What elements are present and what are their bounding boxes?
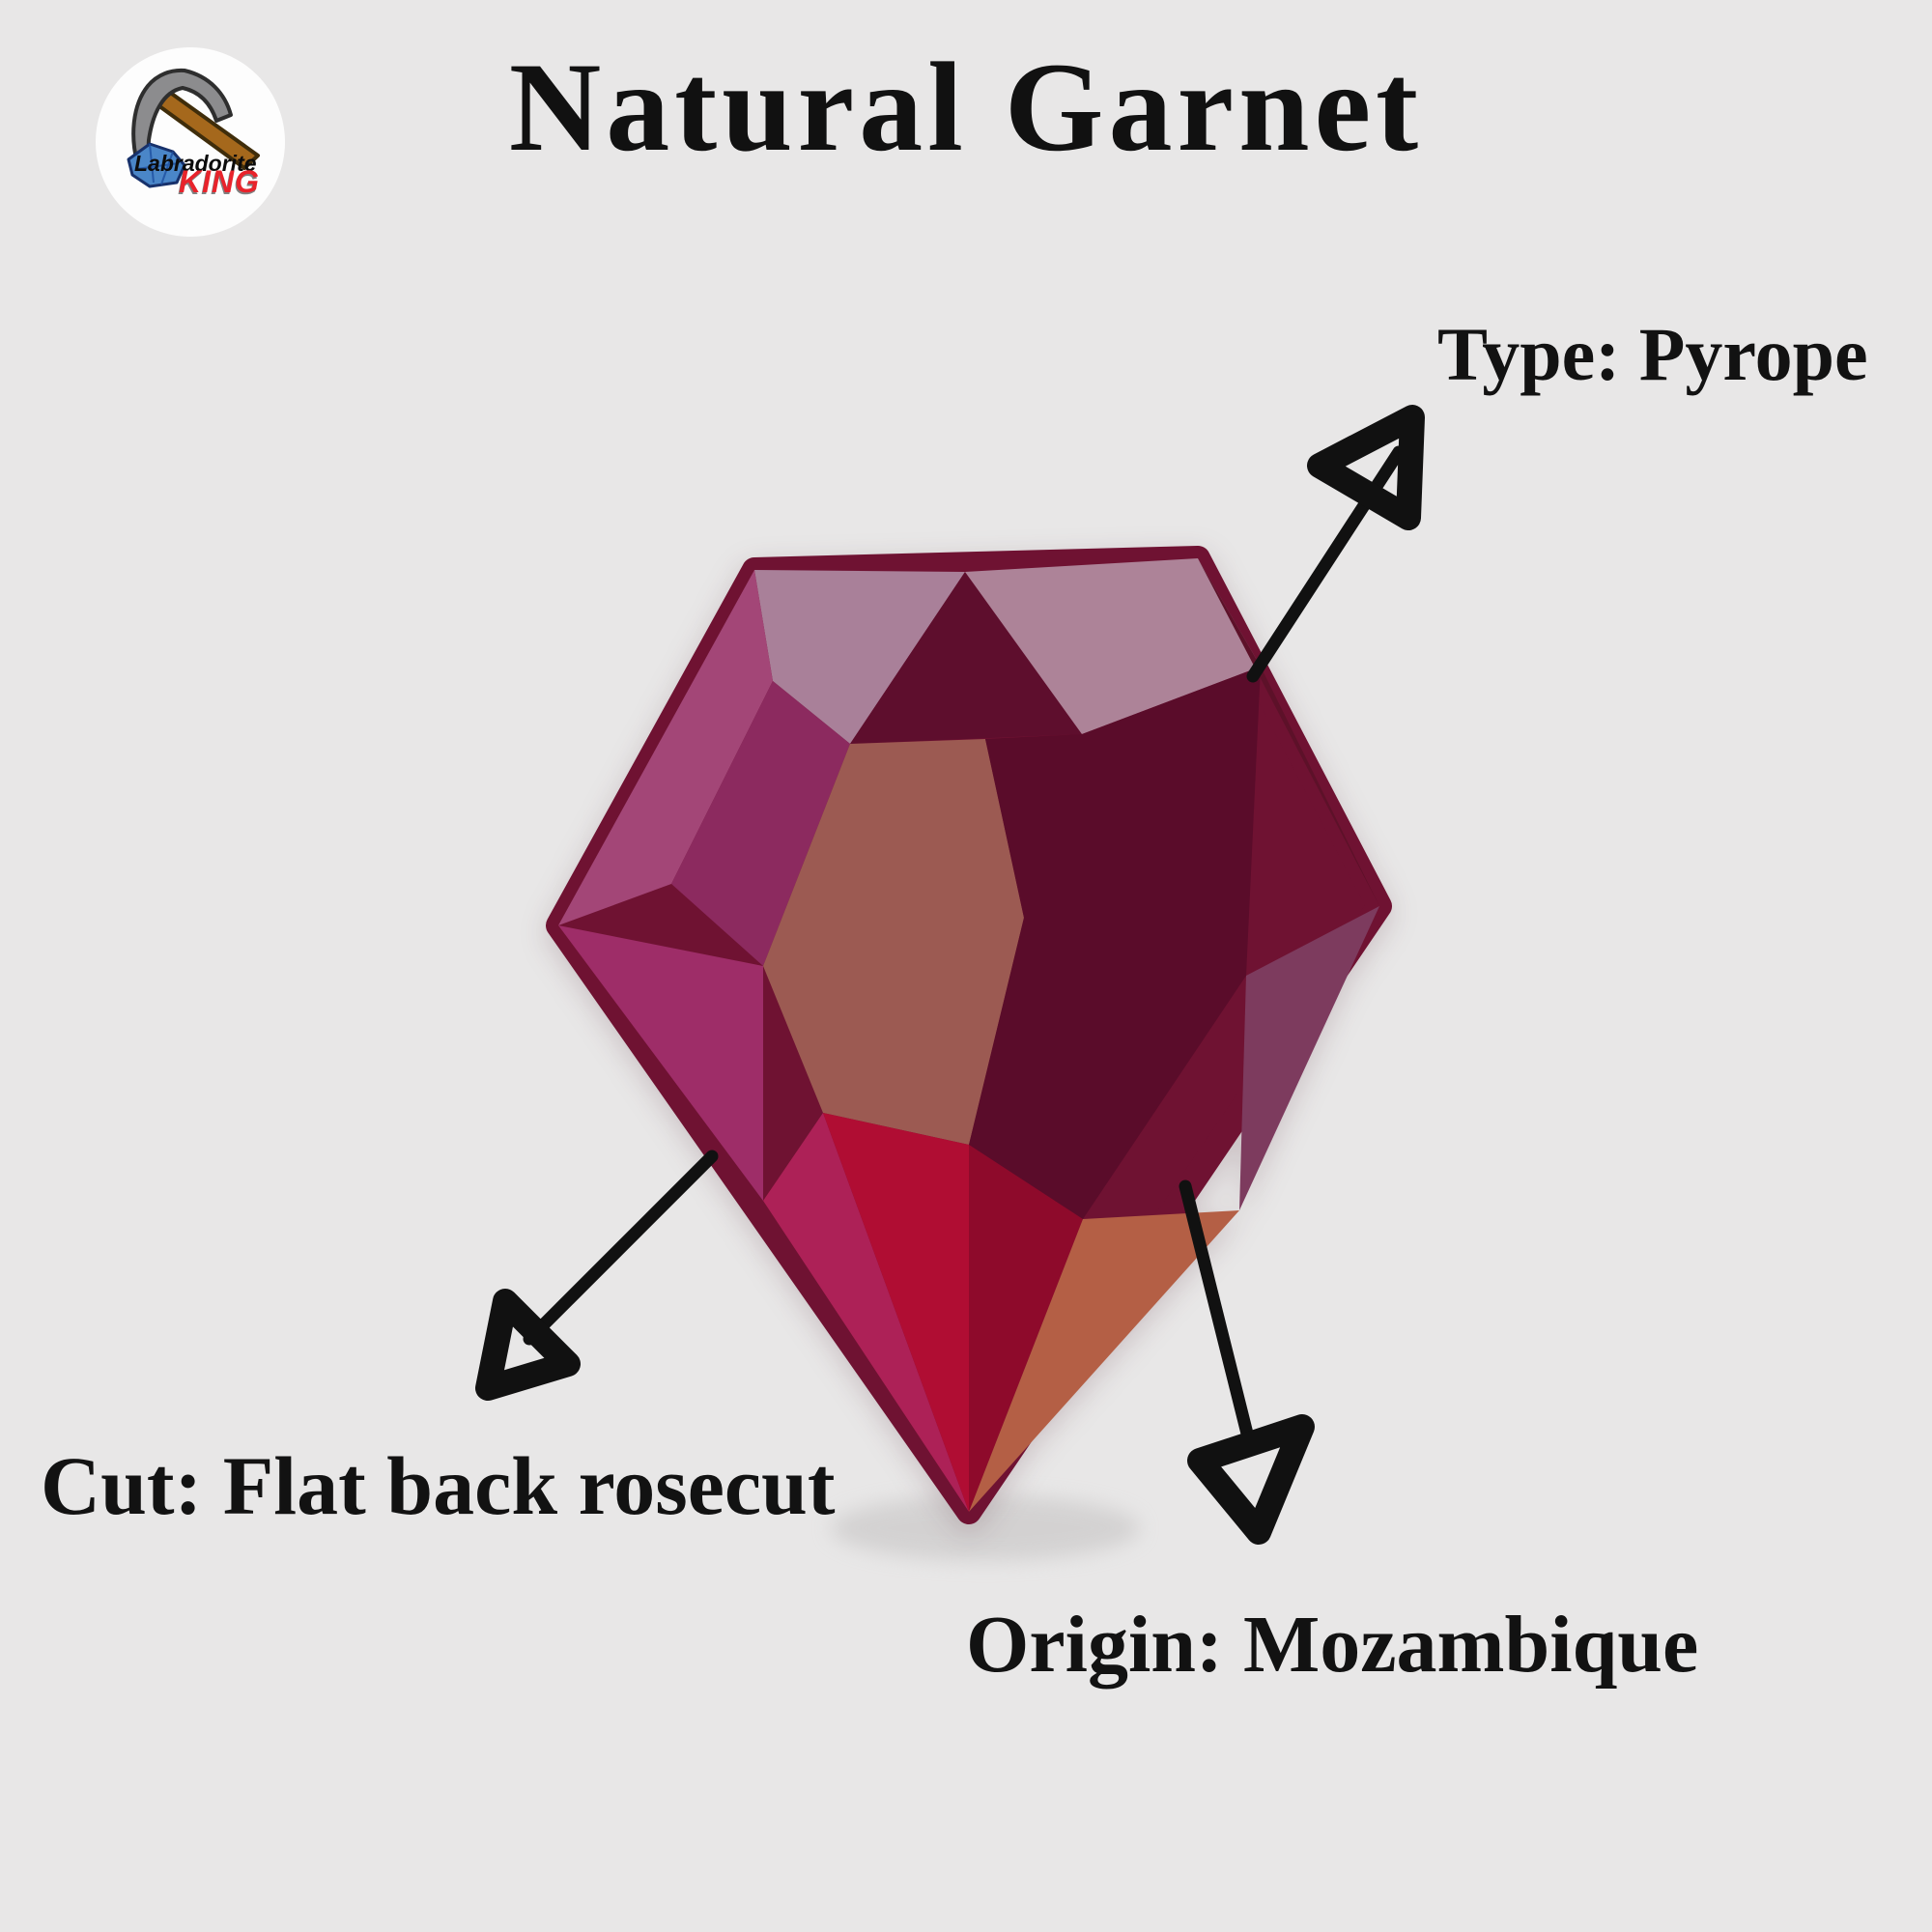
facet-fan-deep-red <box>969 1145 1083 1512</box>
labradorite-stone-icon <box>127 142 186 188</box>
cut-arrow-head-icon <box>475 1289 581 1401</box>
facet-top-dark-triangle <box>850 572 1082 744</box>
origin-label: Origin: Mozambique <box>966 1600 1699 1690</box>
labradorite-stone-facets <box>135 143 180 185</box>
origin-arrow-head-icon <box>1187 1414 1315 1545</box>
facet-right-upper-dark <box>1198 558 1379 906</box>
type-label: Type: Pyrope <box>1437 312 1868 396</box>
pickaxe-head-icon <box>131 68 233 174</box>
facet-right-lower-purple <box>1239 906 1379 1210</box>
labradorite-king-logo <box>96 47 285 237</box>
logo-brand-name: Labradorite <box>134 151 257 176</box>
facet-left-purple <box>671 681 850 966</box>
facet-left-edge-magenta <box>558 925 763 1201</box>
type-arrow-head-icon <box>1307 405 1425 530</box>
facet-fan-salmon <box>969 1210 1239 1512</box>
cut-label: Cut: Flat back rosecut <box>41 1439 836 1532</box>
facet-fan-magenta <box>763 1113 969 1512</box>
cut-annotation-arrow <box>475 1150 719 1401</box>
gem-drop-shadow <box>831 1495 1140 1561</box>
page-title: Natural Garnet <box>508 36 1424 178</box>
facet-center-dark <box>969 667 1261 1219</box>
facet-top-right-mauve <box>965 558 1261 734</box>
garnet-gemstone-photo <box>546 546 1392 1524</box>
facet-center-brick <box>763 739 1024 1145</box>
gem-rounded-edge <box>546 546 1392 1524</box>
type-annotation-arrow <box>1246 405 1425 683</box>
logo-brand-king: KING <box>179 164 260 199</box>
facet-top-left-mauve <box>754 570 965 744</box>
origin-annotation-arrow <box>1179 1179 1315 1545</box>
facet-fan-crimson <box>823 1113 969 1512</box>
facet-left-pink <box>558 570 773 925</box>
origin-arrow-line <box>1179 1179 1254 1440</box>
cut-arrow-line <box>523 1150 719 1346</box>
